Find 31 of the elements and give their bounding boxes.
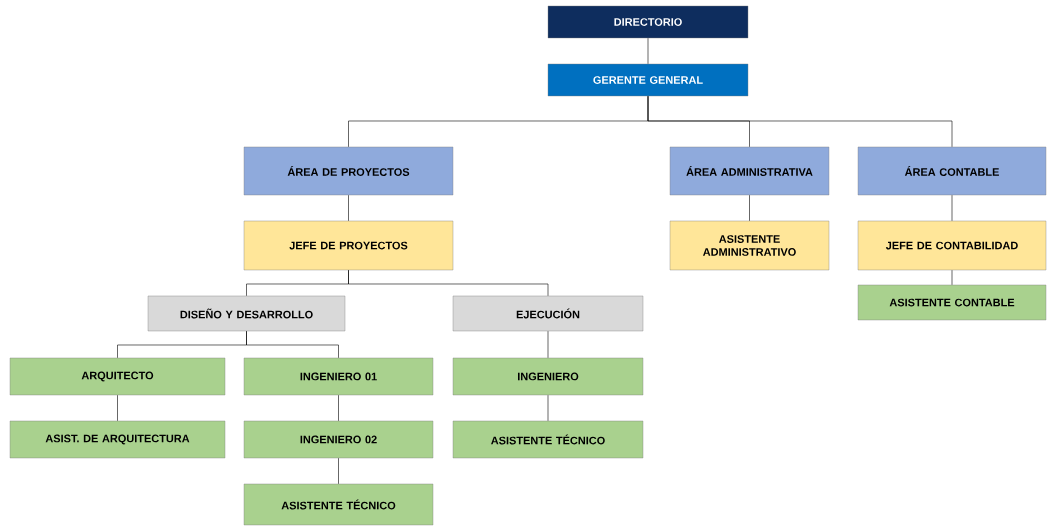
connector-line: [338, 457, 339, 485]
org-box: ASIST. DE ARQUITECTURA: [9, 420, 226, 459]
connector-line: [647, 37, 649, 65]
org-box: ARQUITECTO: [9, 357, 226, 396]
connector-line: [547, 394, 549, 422]
connector-line: [348, 269, 549, 297]
org-box: INGENIERO 01: [243, 357, 434, 396]
connector-line: [951, 269, 953, 286]
org-box: JEFE DE CONTABILIDAD: [857, 220, 1047, 271]
org-box: ÁREA DE PROYECTOS: [243, 146, 454, 196]
connector-line: [246, 330, 339, 359]
org-box: EJECUCIÓN: [452, 295, 644, 332]
org-box: ÁREA ADMINISTRATIVA: [669, 146, 830, 196]
org-box: DISEÑO Y DESARROLLO: [147, 295, 346, 332]
org-box: ASISTENTE CONTABLE: [857, 284, 1047, 321]
org-box: ASISTENTE ADMINISTRATIVO: [669, 220, 830, 271]
connector-line: [547, 330, 549, 359]
connector-line: [951, 194, 953, 222]
org-box: ÁREA CONTABLE: [857, 146, 1047, 196]
org-box: GERENTE GENERAL: [547, 63, 749, 97]
org-box: INGENIERO 02: [243, 420, 434, 459]
connector-line: [117, 394, 118, 422]
org-box: INGENIERO: [452, 357, 644, 396]
org-box: JEFE DE PROYECTOS: [243, 220, 454, 271]
connector-line: [647, 95, 953, 148]
org-box: ASISTENTE TÉCNICO: [243, 483, 434, 526]
connector-line: [338, 394, 339, 422]
connector-line: [348, 194, 349, 222]
org-box: ASISTENTE TÉCNICO: [452, 420, 644, 459]
org-box: DIRECTORIO: [547, 5, 749, 39]
connector-line: [749, 194, 750, 222]
